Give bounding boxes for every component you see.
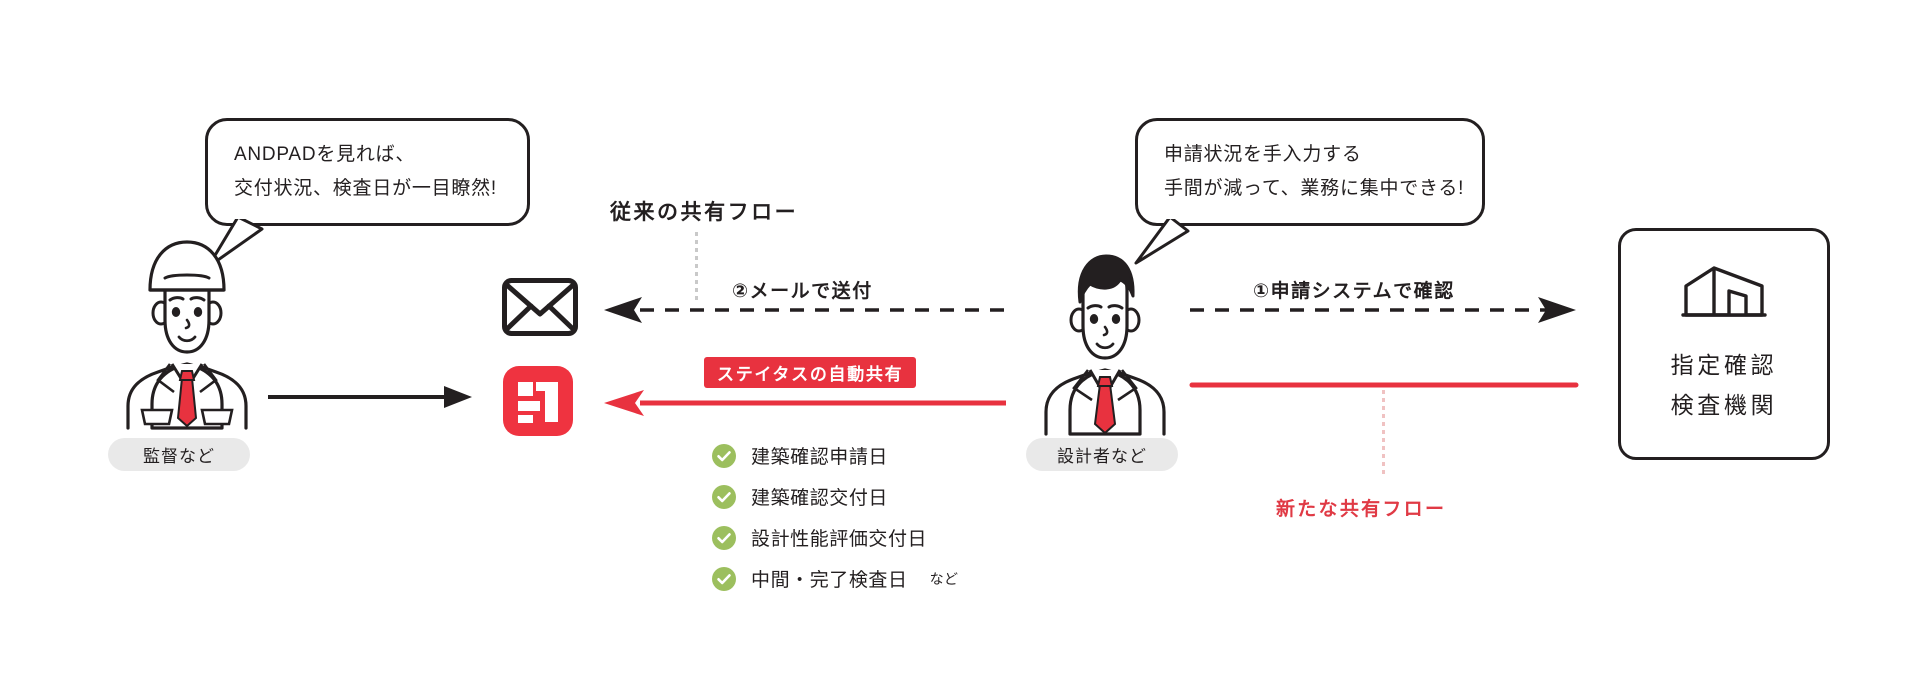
check-circle-icon [712,566,736,591]
designer-illustration [1044,254,1166,436]
left-bubble-line-2: 交付状況、検査日が一目瞭然! [234,178,497,199]
left-bubble-tail [206,209,270,269]
envelope-icon [502,278,578,336]
andpad-app-icon[interactable] [503,366,573,436]
checklist-item-label: 建築確認申請日 [751,447,888,468]
new-flow-title: 新たな共有フロー [1276,499,1447,520]
checklist-item: 建築確認交付日 [712,483,888,510]
right-person-role-label: 設計者など [1056,447,1148,466]
left-person-role-label: 監督など [142,447,216,466]
checklist-item-label: 建築確認交付日 [751,488,888,509]
right-bubble-tail [1134,209,1200,265]
inspection-agency-box: 指定確認 検査機関 [1618,228,1830,460]
left-speech-bubble: ANDPADを見れば、 交付状況、検査日が一目瞭然! [205,118,530,226]
check-circle-icon [712,525,736,550]
checklist-item: 設計性能評価交付日 [712,524,927,551]
checklist-item-label: 設計性能評価交付日 [751,529,928,550]
auto-share-badge: ステイタスの自動共有 [704,357,917,388]
right-bubble-line-2: 手間が減って、業務に集中できる! [1164,178,1465,199]
right-speech-bubble: 申請状況を手入力する 手間が減って、業務に集中できる! [1135,118,1485,226]
site-supervisor-illustration [126,240,248,430]
left-bubble-line-1: ANDPADを見れば、 [234,144,416,165]
checklist-item-label: 中間・完了検査日 [751,570,908,591]
legacy-dashed-arrow [604,297,1006,323]
new-arrow-label: ①申請システムで確認 [1253,281,1455,302]
org-box-line-2: 検査機関 [1670,392,1778,418]
auto-share-red-arrow [604,390,1006,416]
new-flow-leader-line [1382,390,1385,478]
checklist-suffix: など [929,570,959,587]
legacy-arrow-label: ②メールで送付 [732,281,873,302]
org-box-line-1: 指定確認 [1670,352,1778,378]
left-person-role-pill: 監督など [108,438,250,471]
building-icon [1681,266,1767,317]
check-circle-icon [712,443,736,468]
supervisor-to-app-arrow [268,386,472,408]
new-flow-red-line [1189,382,1579,388]
check-circle-icon [712,484,736,509]
checklist-item: 中間・完了検査日 など [712,565,958,592]
right-bubble-line-1: 申請状況を手入力する [1164,144,1362,165]
application-system-dashed-arrow [1190,297,1576,323]
legacy-flow-title: 従来の共有フロー [610,201,799,224]
right-person-role-pill: 設計者など [1026,438,1178,471]
checklist-item: 建築確認申請日 [712,442,888,469]
legacy-flow-leader-line [695,232,698,304]
